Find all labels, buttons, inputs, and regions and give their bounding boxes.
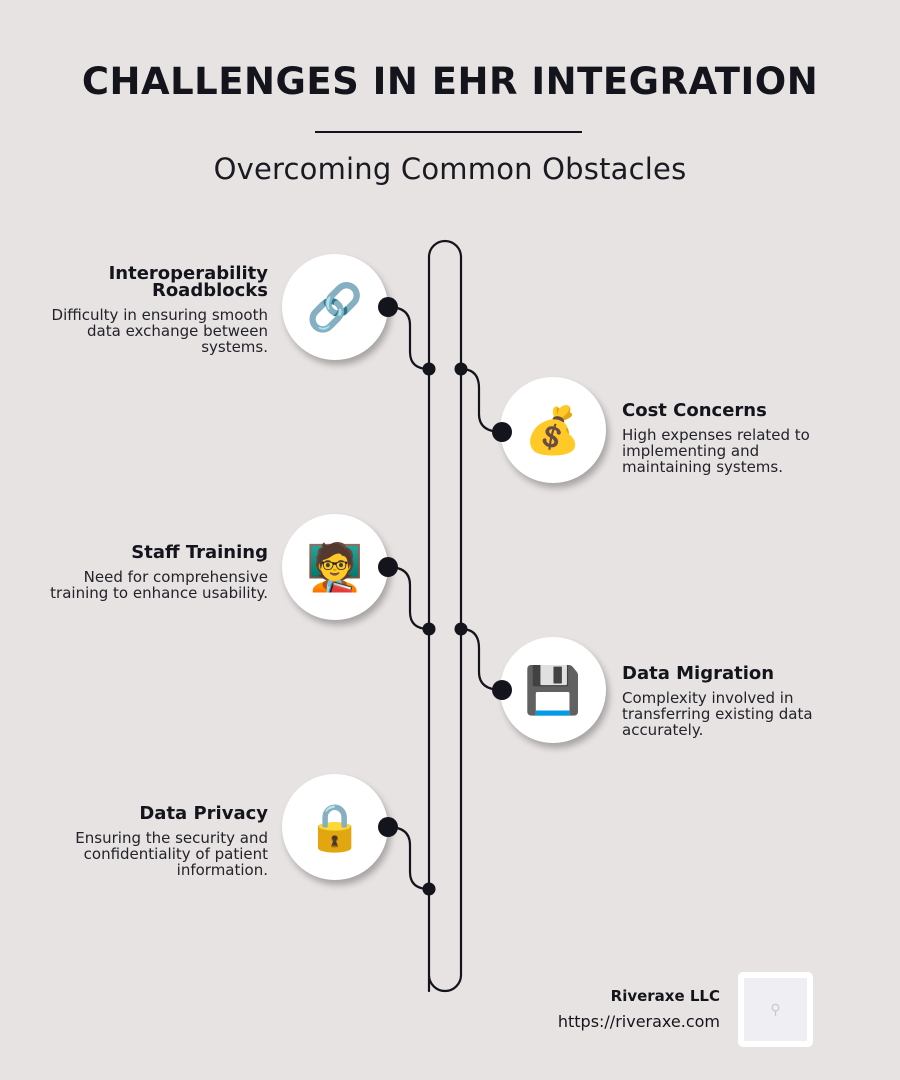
- connector-node: [378, 557, 398, 577]
- item-title: Data Privacy: [139, 803, 268, 824]
- privacy-icon-circle: 🔒: [282, 774, 388, 880]
- company-logo: ⚲: [738, 972, 813, 1047]
- migration-icon-circle: 💾: [500, 637, 606, 743]
- page-title: CHALLENGES IN EHR INTEGRATION: [81, 60, 819, 103]
- company-url[interactable]: https://riveraxe.com: [557, 1012, 720, 1031]
- item-title: Interoperability Roadblocks: [38, 263, 268, 301]
- connector-node: [492, 680, 512, 700]
- cost-icon-circle: 💰: [500, 377, 606, 483]
- item-cost-concerns: Cost Concerns High expenses related to i…: [622, 400, 852, 476]
- teacher-icon: 🧑‍🏫: [306, 540, 364, 594]
- interoperability-icon-circle: 🔗: [282, 254, 388, 360]
- item-title: Staff Training: [131, 542, 268, 563]
- item-description: Ensuring the security and confidentialit…: [75, 829, 268, 879]
- item-data-migration: Data Migration Complexity involved in tr…: [622, 663, 852, 739]
- item-title-line1: Interoperability: [108, 263, 268, 284]
- item-description: Need for comprehensive training to enhan…: [50, 568, 268, 602]
- item-data-privacy: Data Privacy Ensuring the security and c…: [38, 803, 268, 879]
- item-title: Data Migration: [622, 663, 775, 684]
- link-icon: 🔗: [306, 280, 364, 334]
- floppy-disk-icon: 💾: [524, 663, 582, 717]
- item-title-line2: Roadblocks: [151, 280, 268, 301]
- item-title: Cost Concerns: [622, 400, 767, 421]
- title-divider: [315, 131, 582, 133]
- item-description: Complexity involved in transferring exis…: [622, 689, 813, 739]
- connector-node: [378, 817, 398, 837]
- connector-node: [492, 422, 512, 442]
- item-staff-training: Staff Training Need for comprehensive tr…: [38, 542, 268, 602]
- connector-node: [378, 297, 398, 317]
- logo-icon: ⚲: [744, 978, 807, 1041]
- training-icon-circle: 🧑‍🏫: [282, 514, 388, 620]
- padlock-icon: 🔒: [306, 800, 364, 854]
- company-name: Riveraxe LLC: [610, 987, 720, 1005]
- item-description: Difficulty in ensuring smooth data excha…: [51, 306, 268, 356]
- item-description: High expenses related to implementing an…: [622, 426, 810, 476]
- page-subtitle: Overcoming Common Obstacles: [213, 152, 687, 186]
- item-interoperability: Interoperability Roadblocks Difficulty i…: [38, 263, 268, 356]
- money-bag-icon: 💰: [524, 403, 582, 457]
